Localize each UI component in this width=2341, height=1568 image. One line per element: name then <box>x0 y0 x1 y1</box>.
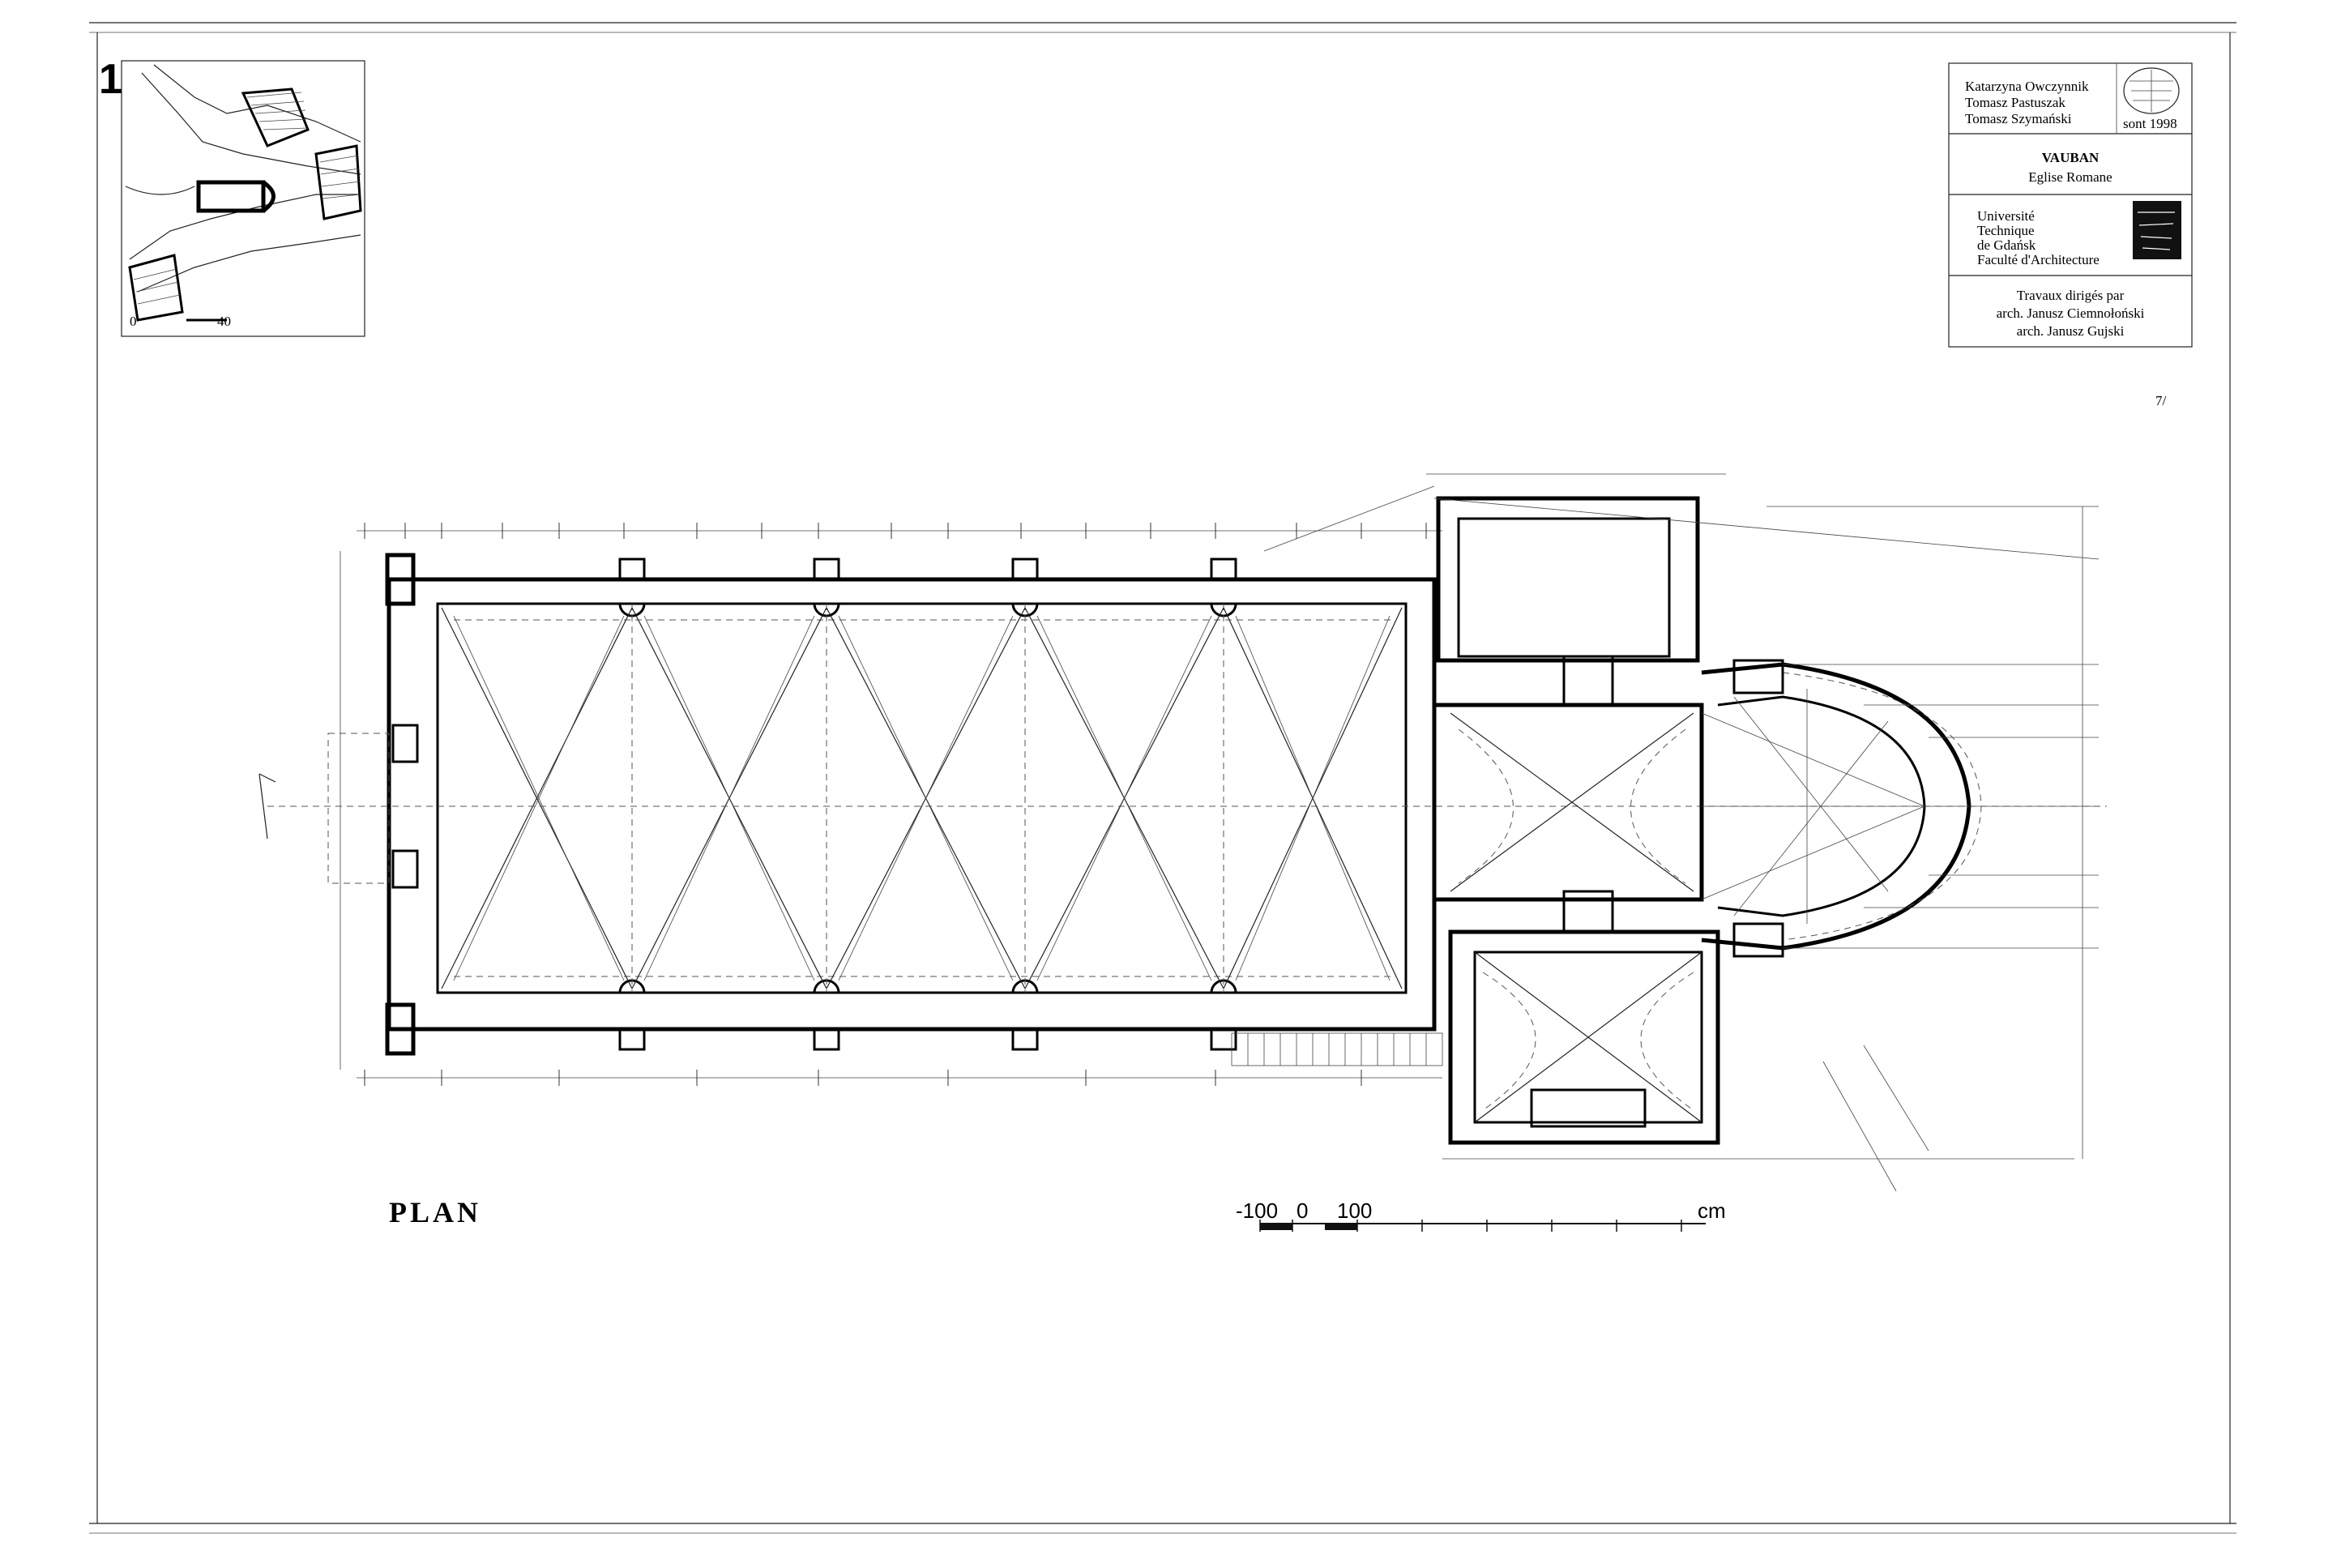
supervision-label: Travaux dirigés par <box>2017 288 2125 303</box>
crest-stamp-icon <box>2123 67 2180 114</box>
tower-crossing <box>1432 496 1704 934</box>
dimension-lines <box>340 473 2099 1160</box>
title-block: Katarzyna Owczynnik Tomasz Pastuszak Tom… <box>1948 62 2193 348</box>
supervisor-2: arch. Janusz Gujski <box>2017 323 2125 339</box>
author-3: Tomasz Szymański <box>1965 111 2072 126</box>
south-chapel <box>1231 929 1720 1145</box>
scale-start: -100 <box>1236 1198 1278 1223</box>
corner-note: 7/ <box>2155 393 2167 408</box>
scale-zero: 0 <box>1297 1198 1308 1223</box>
scale-mark: 100 <box>1337 1198 1372 1223</box>
locator-scale-start: 0 <box>130 314 137 329</box>
faculty-logo-icon <box>2133 201 2181 259</box>
institution-line-4: Faculté d'Architecture <box>1977 252 2100 267</box>
supervisor-1: arch. Janusz Ciemnołoński <box>1997 305 2145 321</box>
institution-line-3: de Gdańsk <box>1977 237 2036 253</box>
institution-line-1: Université <box>1977 208 2035 224</box>
institution-line-2: Technique <box>1977 223 2035 238</box>
church-plan <box>258 473 2107 1192</box>
section-mark-west <box>258 773 276 840</box>
author-2: Tomasz Pastuszak <box>1965 95 2065 110</box>
project-name: VAUBAN <box>2042 150 2100 165</box>
project-subject: Eglise Romane <box>2028 169 2112 185</box>
nave <box>267 553 2107 1056</box>
locator-map: 0 40 <box>121 60 365 337</box>
author-1: Katarzyna Owczynnik <box>1965 79 2089 94</box>
locator-scale-end: 40 <box>217 314 231 329</box>
sheet-border <box>89 22 2236 1534</box>
plan-title: PLAN <box>389 1196 481 1228</box>
apse <box>1263 485 2100 1192</box>
stamp-year: sont 1998 <box>2123 116 2177 131</box>
scale-bar: -100 0 100 cm <box>1236 1198 1726 1232</box>
scale-unit: cm <box>1698 1198 1726 1223</box>
sheet-number: 1 <box>99 56 122 103</box>
